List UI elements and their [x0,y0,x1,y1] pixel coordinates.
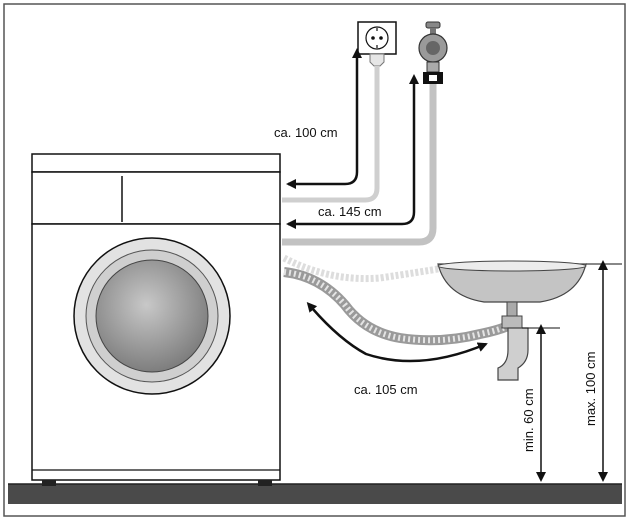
power-cord-arrow [286,48,362,189]
washer-top [31,153,281,173]
outer-frame [3,3,626,517]
washing-machine [31,153,281,486]
washer-foot-left [42,480,56,486]
sink [437,260,587,329]
washer-door-glass [95,259,209,373]
floor [8,484,622,504]
siphon-trap [497,327,529,381]
power-outlet-icon [357,21,397,55]
max-height-label: max. 100 cm [583,352,598,426]
inlet-hose [282,84,437,246]
power-cord-length-label: ca. 100 cm [274,125,338,140]
drain-hose-ghost [282,254,445,283]
washer-control-panel [31,171,281,225]
min-height-label: min. 60 cm [521,388,536,452]
inlet-hose-length-label: ca. 145 cm [318,204,382,219]
drain-hose-arrow [306,301,488,363]
washer-foot-right [258,480,272,486]
water-tap-icon [418,21,448,84]
inlet-hose-arrow [286,74,419,229]
drain-hose-length-label: ca. 105 cm [354,382,418,397]
power-plug [369,53,385,67]
